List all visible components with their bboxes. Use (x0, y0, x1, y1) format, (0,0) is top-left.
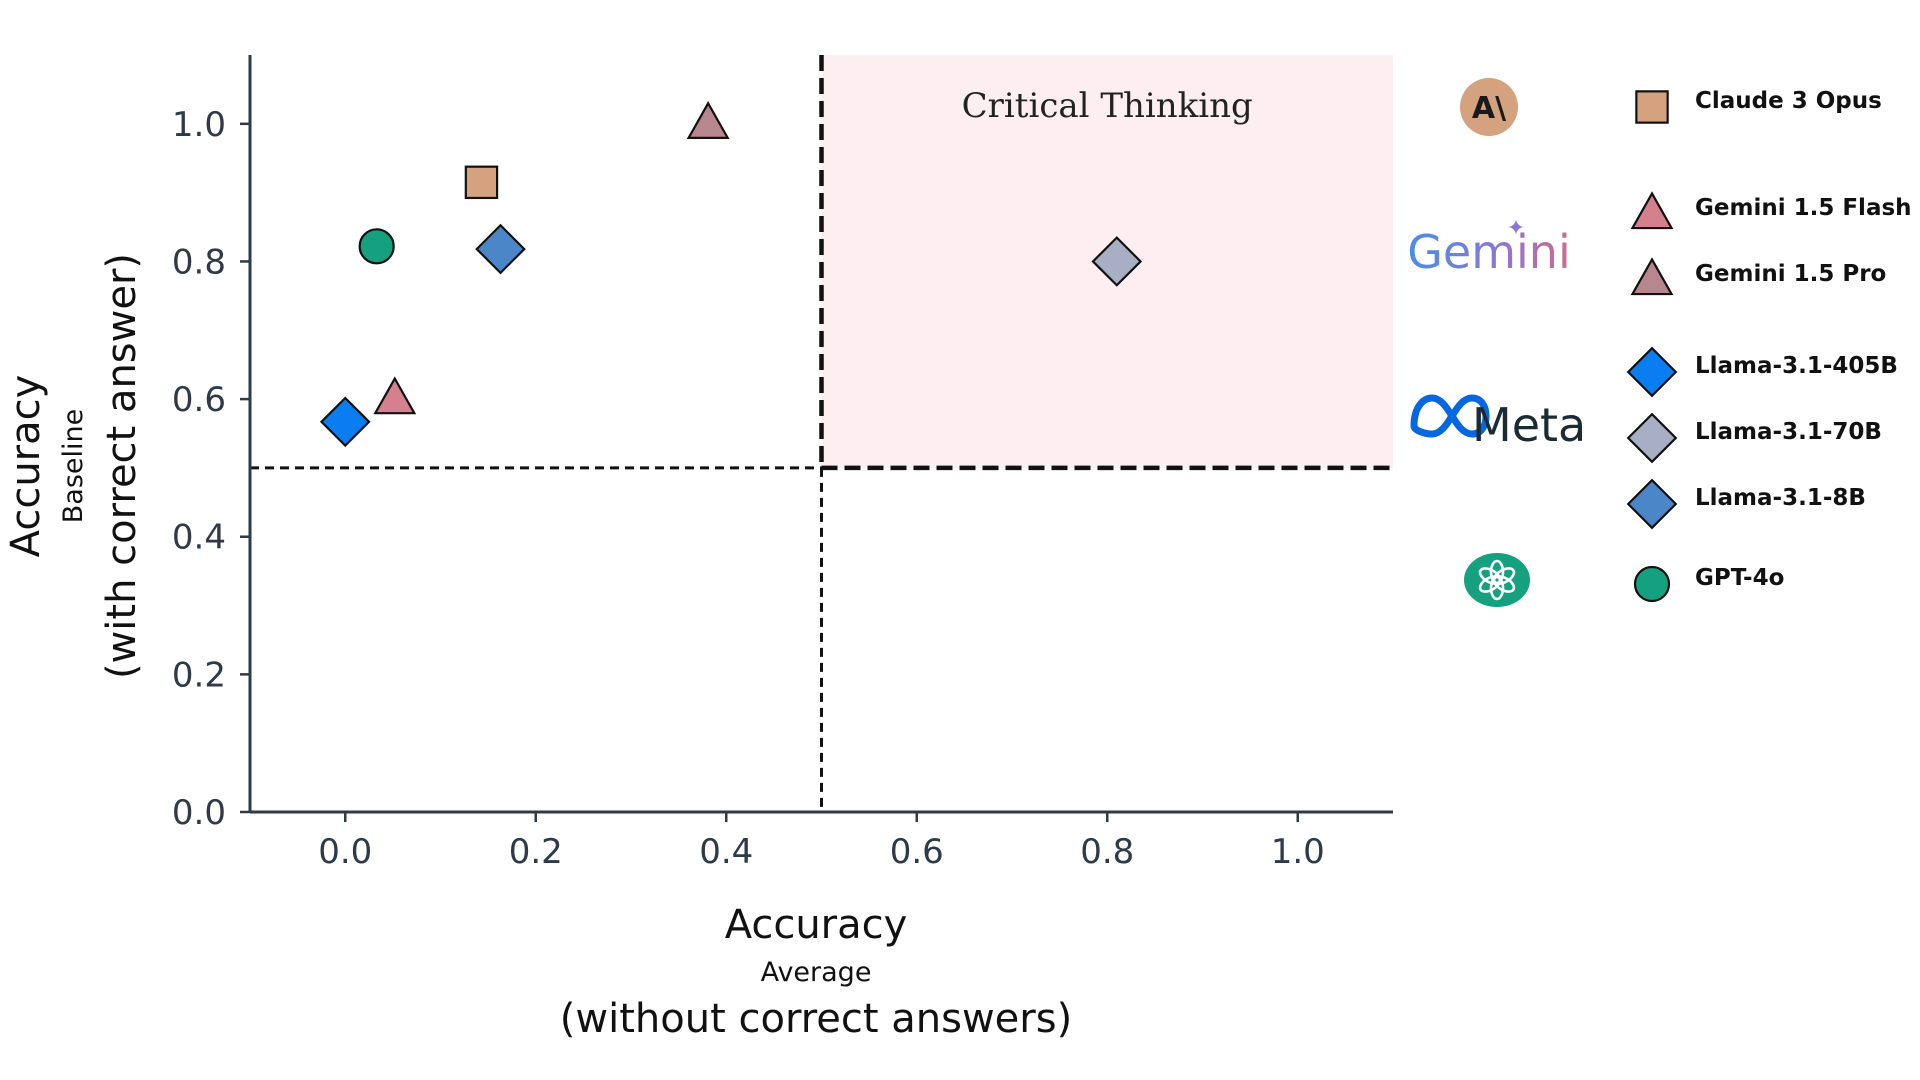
point-llama-3-1-70b (1091, 236, 1143, 287)
legend-label-llama-3-1-405b: Llama-3.1-405B (1695, 353, 1898, 379)
anthropic-logo-icon: A\ (1460, 78, 1518, 136)
x-tick-label: 0.4 (699, 832, 753, 872)
y-tick-label: 1.0 (172, 105, 226, 145)
x-tick-label: 0.0 (318, 832, 372, 872)
y-tick-label: 0.4 (172, 518, 226, 558)
axis-ticks: 0.0 0.2 0.4 0.6 0.8 1.0 0.0 0.2 0.4 0.6 0.8 1.0 (172, 105, 1325, 872)
svg-text:Gemini: Gemini (1407, 225, 1570, 279)
point-gemini-1-5-pro (686, 101, 730, 139)
y-tick-label: 0.6 (172, 380, 226, 420)
point-claude-3-opus (464, 165, 499, 200)
legend-label-llama-3-1-70b: Llama-3.1-70B (1695, 419, 1882, 445)
y-tick-label: 0.0 (172, 793, 226, 833)
x-axis-detail: (without correct answers) (560, 996, 1072, 1042)
svg-text:Meta: Meta (1472, 398, 1586, 452)
legend-marker-gemini-1-5-pro (1630, 257, 1674, 296)
legend-label-gemini-1-5-flash: Gemini 1.5 Flash (1695, 195, 1912, 221)
y-axis-detail: (with correct answer) (99, 253, 145, 679)
y-axis-sublabel: Baseline (58, 409, 89, 523)
critical-thinking-label: Critical Thinking (962, 86, 1253, 126)
legend-marker-llama-3-1-70b (1626, 412, 1678, 464)
legend-marker-llama-3-1-8b (1626, 478, 1678, 530)
point-gemini-1-5-flash (373, 376, 417, 415)
gemini-logo-icon: Gemini ✦ (1407, 216, 1570, 279)
legend-marker-claude-3-opus (1635, 90, 1669, 124)
x-tick-label: 0.8 (1080, 832, 1134, 872)
legend-label-gpt-4o: GPT-4o (1695, 565, 1784, 591)
legend-label-claude-3-opus: Claude 3 Opus (1695, 88, 1882, 114)
x-tick-label: 1.0 (1271, 832, 1325, 872)
y-tick-label: 0.2 (172, 655, 226, 695)
x-tick-label: 0.2 (509, 832, 563, 872)
meta-logo-icon: Meta (1410, 394, 1586, 452)
point-gpt-4o (358, 228, 395, 265)
point-llama-3-1-8b (475, 223, 526, 275)
legend-label-llama-3-1-8b: Llama-3.1-8B (1695, 485, 1866, 511)
openai-logo-icon (1464, 553, 1530, 607)
svg-text:A\: A\ (1472, 91, 1506, 126)
legend-marker-gpt-4o (1633, 565, 1671, 603)
data-points (319, 101, 1143, 448)
y-tick-label: 0.8 (172, 242, 226, 282)
point-llama-3-1-405b (319, 396, 371, 448)
x-axis-sublabel: Average (761, 957, 872, 988)
legend-marker-gemini-1-5-flash (1630, 191, 1674, 230)
legend-marker-llama-3-1-405b (1626, 346, 1678, 398)
legend-label-gemini-1-5-pro: Gemini 1.5 Pro (1695, 261, 1886, 287)
y-axis-label: Accuracy (3, 375, 49, 558)
svg-text:✦: ✦ (1507, 216, 1525, 241)
x-axis-label: Accuracy (725, 902, 908, 948)
x-tick-label: 0.6 (890, 832, 944, 872)
